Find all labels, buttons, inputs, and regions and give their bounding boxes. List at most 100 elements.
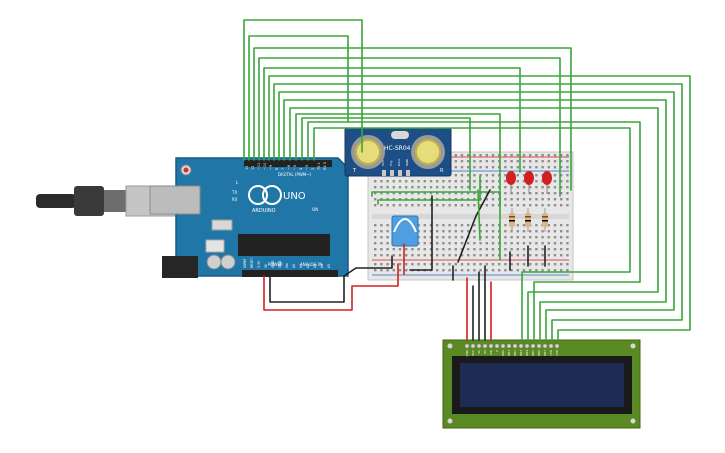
power-analog-pin-label: GND bbox=[271, 260, 275, 268]
lcd-screen bbox=[460, 363, 624, 407]
crystal bbox=[211, 219, 233, 231]
wires bbox=[243, 19, 691, 341]
usb-port bbox=[149, 185, 201, 215]
capacitor bbox=[206, 254, 222, 270]
sensor-pin bbox=[390, 170, 394, 176]
sensor-crystal bbox=[391, 131, 409, 139]
sensor-pin bbox=[382, 170, 386, 176]
jumper-wire-green bbox=[307, 121, 641, 341]
lcd-pin bbox=[524, 343, 530, 349]
capacitor bbox=[220, 254, 236, 270]
power-wire-red bbox=[263, 263, 399, 311]
resistor-2 bbox=[525, 208, 531, 232]
lcd-pin bbox=[548, 343, 554, 349]
lcd-pin-label: RW bbox=[489, 350, 493, 355]
ground-wire-black bbox=[409, 195, 433, 271]
lcd-pin-label: DB7 bbox=[543, 350, 547, 356]
regulator bbox=[205, 239, 225, 253]
digital-pin-label: ~6 bbox=[287, 165, 291, 170]
digital-label: DIGITAL (PWM~) bbox=[278, 172, 312, 177]
power-label: POWER bbox=[268, 262, 283, 267]
lcd-pin bbox=[476, 343, 482, 349]
arduino-logo-icon bbox=[248, 185, 268, 205]
digital-pin-label: 12 bbox=[251, 166, 255, 170]
led-red-2 bbox=[524, 171, 534, 194]
sensor-model: HC-SR04 bbox=[384, 145, 411, 152]
atmega-chip bbox=[238, 234, 330, 256]
lcd-pin bbox=[530, 343, 536, 349]
lcd-pin-label: DB5 bbox=[531, 350, 535, 356]
jumper-wire-green bbox=[301, 117, 471, 191]
jumper-wire-green bbox=[295, 113, 501, 206]
arduino-board: UNO ARDUINO L TX RX ON DIGITAL (PWM~) PO… bbox=[149, 157, 349, 278]
lcd-pin bbox=[500, 343, 506, 349]
jumper-wire-green bbox=[313, 127, 631, 341]
lcd-pin bbox=[554, 343, 560, 349]
jumper-wire-green bbox=[371, 191, 501, 261]
sensor-right-mark: R bbox=[440, 168, 444, 174]
arduino-logo-text: ARDUINO bbox=[252, 208, 276, 214]
ground-wire-black bbox=[269, 255, 393, 303]
power-jack bbox=[162, 256, 198, 278]
lcd-pin bbox=[518, 343, 524, 349]
jumper-wire-green bbox=[283, 99, 667, 341]
potentiometer bbox=[391, 215, 419, 247]
led-on-label: ON bbox=[312, 207, 318, 212]
sensor-left-mark: T bbox=[352, 168, 357, 174]
arduino-pcb bbox=[175, 157, 349, 277]
power-analog-pin-label: A2 bbox=[306, 264, 310, 268]
digital-pin-label: RX 0 bbox=[323, 162, 327, 170]
lcd-pin bbox=[464, 343, 470, 349]
digital-pin-label: ~10 bbox=[263, 163, 267, 170]
sensor-pin-label: Trig bbox=[389, 161, 393, 167]
potentiometer-body[interactable] bbox=[391, 215, 419, 247]
jumper-wire-green bbox=[243, 19, 363, 161]
lcd-pin-label: GND bbox=[465, 350, 469, 356]
leds bbox=[506, 171, 552, 194]
power-analog-pin-label: 3.3V bbox=[257, 260, 261, 268]
jumper-wire-green bbox=[278, 91, 675, 341]
sensor-pin bbox=[398, 170, 402, 176]
jumper-wire-green bbox=[289, 107, 659, 341]
lcd-pin bbox=[488, 343, 494, 349]
digital-pin-label: ~5 bbox=[293, 165, 297, 170]
jumper-wire-green bbox=[377, 175, 481, 205]
digital-pin-label: 2 bbox=[311, 168, 315, 170]
lcd-pin-label: DB0 bbox=[501, 350, 505, 356]
digital-pin-label: TX 1 bbox=[317, 162, 321, 171]
resistors bbox=[509, 208, 548, 232]
digital-pin-label: 7 bbox=[281, 168, 285, 170]
analog-label: ANALOG IN bbox=[300, 262, 322, 267]
led-red-3 bbox=[542, 171, 552, 194]
sensor-pin-label: GND bbox=[405, 158, 409, 166]
lcd-pin-label: DB3 bbox=[519, 350, 523, 356]
power-analog-pin-label: Vin bbox=[285, 263, 289, 268]
led-tx-label: TX bbox=[231, 190, 237, 195]
lcd-pin bbox=[536, 343, 542, 349]
jumper-wire-green bbox=[477, 189, 481, 241]
jumper-wire-green bbox=[263, 67, 521, 173]
lcd-pin-label: LED bbox=[555, 350, 559, 355]
power-analog-pin-label: A1 bbox=[299, 264, 303, 268]
lcd-pin bbox=[506, 343, 512, 349]
power-analog-pin-label: A4 bbox=[320, 264, 324, 268]
led-red-1 bbox=[506, 171, 516, 194]
digital-pin-label: 13 bbox=[245, 166, 249, 170]
led-l-label: L bbox=[236, 180, 239, 185]
lcd-pin-label: LED bbox=[549, 350, 553, 355]
usb-plug-body bbox=[74, 186, 104, 216]
digital-pin-label: ~11 bbox=[257, 163, 261, 170]
power-analog-pin-label: A0 bbox=[292, 264, 296, 268]
power-analog-pin-label: 5V bbox=[264, 263, 268, 268]
digital-pin-label: 4 bbox=[299, 168, 303, 170]
jumper-wire-green bbox=[253, 47, 572, 191]
digital-header bbox=[244, 160, 332, 167]
lcd-pin-label: DB4 bbox=[525, 350, 529, 356]
power-analog-header bbox=[242, 270, 338, 277]
digital-pin-label: 8 bbox=[275, 168, 279, 170]
